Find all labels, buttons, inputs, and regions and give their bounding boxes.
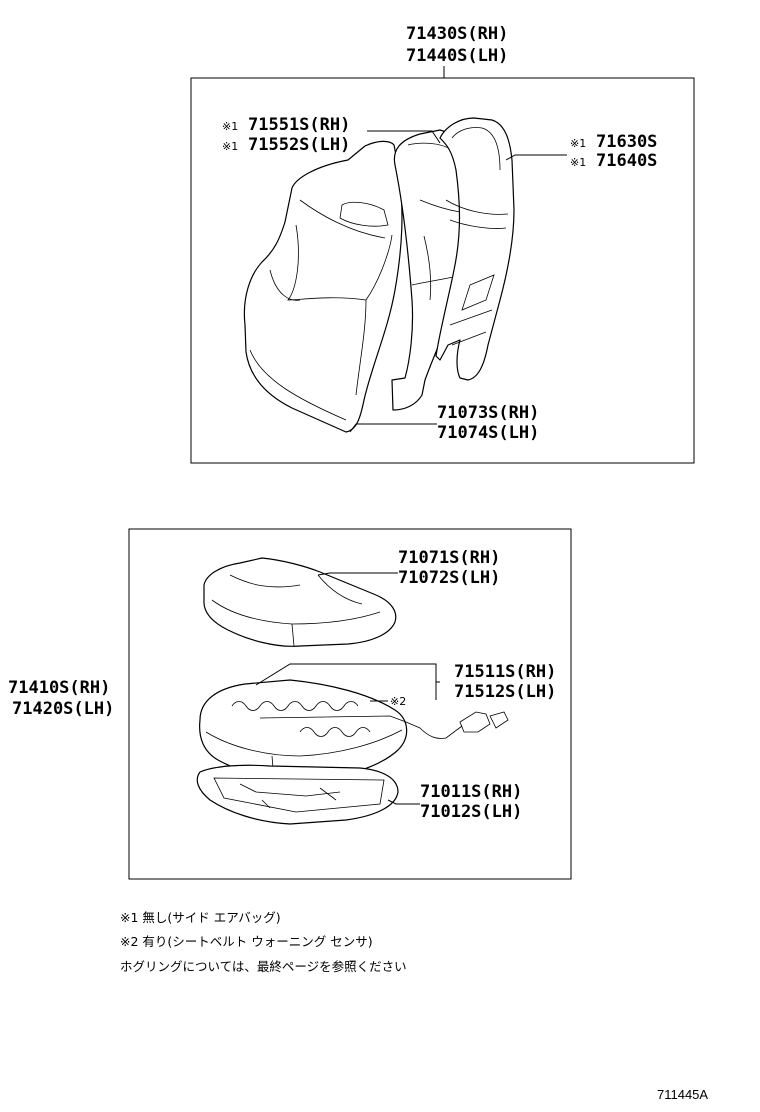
seat-cushion-pad-leader: [255, 663, 440, 686]
seat-back-cover-mark: ※1: [222, 120, 238, 133]
seat-back-frame-part-2-label: 71640S: [596, 151, 657, 171]
seat-back-pad-leader: [349, 423, 437, 433]
seat-back-group-box: [190, 77, 695, 464]
seat-cushion-frame-lh-label: 71012S(LH): [420, 802, 522, 822]
seat-back-assembly-lh-label: 71440S(LH): [406, 46, 508, 66]
seat-cushion-group-box: [128, 528, 572, 880]
seat-back-assembly-rh-label: 71430S(RH): [406, 24, 508, 44]
seat-cushion-frame-leader: [387, 799, 420, 805]
seat-back-frame-mark-2: ※1: [570, 156, 586, 169]
seat-cushion-frame-illustration: [196, 764, 399, 825]
seat-cushion-frame-rh-label: 71011S(RH): [420, 782, 522, 802]
seat-cushion-cover-rh-label: 71071S(RH): [398, 548, 500, 568]
note-3: ホグリングについては、最終ページを参照ください: [120, 959, 407, 974]
seat-back-frame-leader: [505, 154, 567, 161]
seat-back-cover-leader: [367, 130, 441, 144]
seat-cushion-assembly-rh-label: 71410S(RH): [8, 678, 110, 698]
note-2: ※2 有り(シートベルト ウォーニング センサ): [120, 934, 373, 949]
seat-back-frame-illustration: [435, 117, 515, 381]
seat-cushion-cover-illustration: [203, 557, 397, 647]
seat-back-frame-part-1-label: 71630S: [596, 132, 657, 152]
seat-back-cover-rh-label: 71551S(RH): [248, 115, 350, 135]
sensor-lh-label: 71512S(LH): [454, 682, 556, 702]
seat-back-cover-lh-label: 71552S(LH): [248, 135, 350, 155]
seat-back-frame-mark: ※1: [570, 137, 586, 150]
seat-cushion-cover-lh-label: 71072S(LH): [398, 568, 500, 588]
seat-cushion-assembly-lh-label: 71420S(LH): [12, 699, 114, 719]
seatbelt-warning-sensor-illustration: [231, 701, 509, 739]
seat-cushion-cover-leader: [317, 572, 398, 576]
seat-back-cover-mark-2: ※1: [222, 140, 238, 153]
seat-back-cover-illustration: [243, 140, 403, 433]
note-1: ※1 無し(サイド エアバッグ): [120, 910, 281, 925]
seat-back-pad-rh-label: 71073S(RH): [437, 403, 539, 423]
seat-back-pad-lh-label: 71074S(LH): [437, 423, 539, 443]
sensor-rh-label: 71511S(RH): [454, 662, 556, 682]
seat-cushion-pad-illustration: [199, 679, 408, 781]
diagram-code: 711445A: [657, 1087, 708, 1102]
sensor-mark: ※2: [390, 695, 406, 708]
